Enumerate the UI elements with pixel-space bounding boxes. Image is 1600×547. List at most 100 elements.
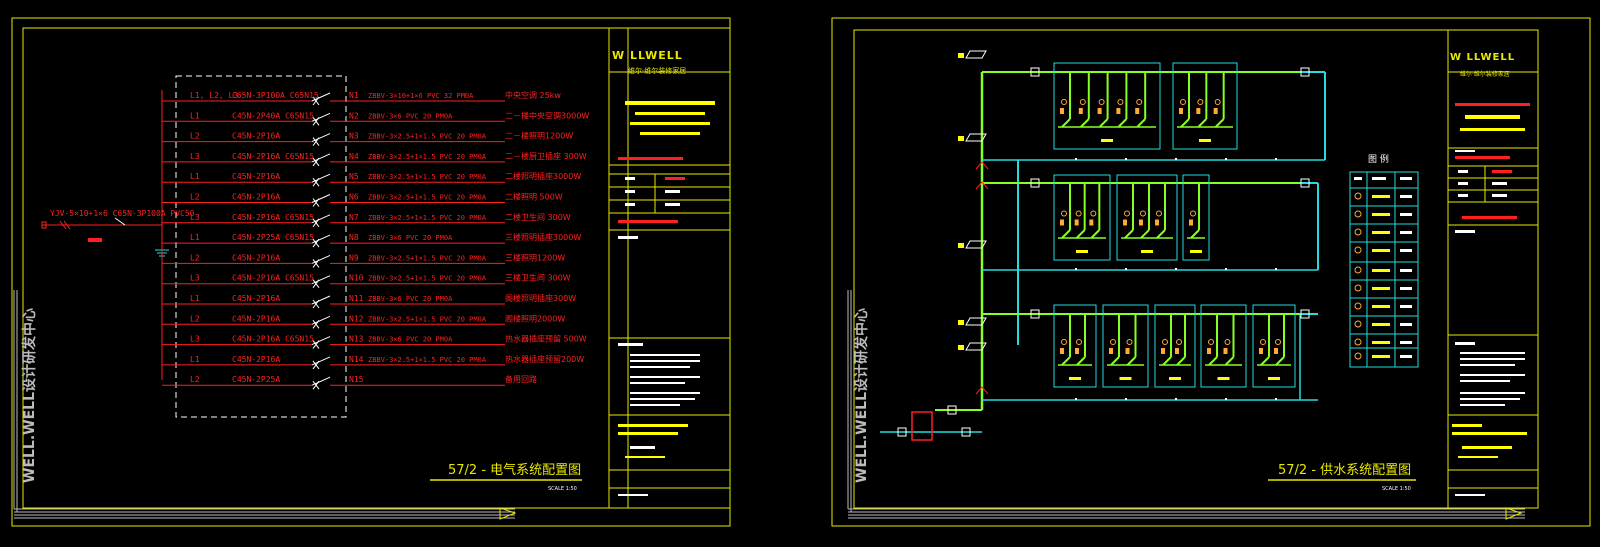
fixture-valve-icon [1110,339,1116,345]
legend-table: 图 例 [1349,153,1419,368]
breaker-x-icon [312,259,320,268]
circuit-load: 中央空调 25kw [505,90,561,100]
circuit-id: N8 [349,233,359,242]
fixture-valve-icon [1275,339,1281,345]
circuit-cable: ZBBV-3×2.5+1×1.5 PVC 20 PM0A [368,214,487,222]
circuit-cable: ZBBV-3×2.5+1×1.5 PVC 20 PM0A [368,173,487,181]
fixture-valve-icon [1224,339,1231,345]
fixture-symbol-icon [1354,246,1362,254]
arrow-mark-icon [499,507,517,520]
circuit-breaker: C45N-2P16A [232,172,280,181]
circuit-cable: ZBBV-3×10+1×6 PVC 32 PM0A [368,92,474,100]
circuit-cable: ZBBV-3×2.5+1×1.5 PVC 20 PM0A [368,254,487,262]
circuit-id: N2 [349,111,359,120]
drawing-frame [853,29,1539,509]
circuit-breaker: C45N-2P40A C65N15 [232,111,314,120]
circuit-breaker: C45N-2P16A [232,193,280,202]
fixture-symbol-icon [1354,192,1362,200]
circuit-load: 二－楼照明1200W [505,131,573,141]
arrow-mark-icon [1505,507,1523,520]
circuit-breaker: C45N-2P16A [232,253,280,262]
circuit-id: N1 [349,91,359,100]
circuit-load: 阁楼照明插座300W [505,293,576,303]
distribution-box-outline [175,75,347,418]
circuit-load: 二楼照明插座3000W [505,171,581,181]
circuit-phase: L2 [190,253,200,262]
fixture-valve-icon [1208,339,1214,345]
legend-title: 图 例 [1368,153,1389,165]
fixture-valve-icon [1162,339,1168,345]
legend-row [1354,177,1412,180]
valve-icon [1030,67,1040,77]
valve-icon [1300,67,1310,77]
fixture-symbol-icon [1354,302,1362,310]
legend-row [1350,347,1418,360]
circuit-breaker: C45N-2P16A C65N15 [232,335,314,344]
breaker-x-icon [312,177,320,187]
circuit-cable: ZBBV-3×6 PVC 20 PM0A [368,295,453,303]
sheet-title: 57/2 - 电气系统配置图 [448,462,581,478]
fixture-valve-icon [1061,210,1067,217]
breaker-x-icon [312,137,320,146]
circuit-row: L2 C45N-2P16A N9 ZBBV-3×2.5+1×1.5 PVC 20 PM… [162,252,565,268]
circuit-phase: L1 [190,172,200,181]
fixture-symbol-icon [1354,266,1362,274]
circuit-breaker: C45N-2P25A C65N15 [232,233,314,242]
circuit-cable: ZBBV-3×6 PVC 20 PM0A [368,336,453,344]
legend-row [1350,205,1418,218]
circuit-load: 三楼照明插座3000W [505,232,581,242]
side-label: WELL.WELL设计研发中心 [853,308,870,483]
fixture-group [1053,62,1161,150]
plumbing-diagram [880,50,1326,441]
breaker-x-icon [312,157,320,167]
circuit-load: 三楼照明1200W [505,252,565,262]
fixture-group [1053,174,1111,261]
valve-icon [897,427,907,437]
circuit-load: 热水器插座预留200W [505,354,584,364]
circuit-breaker: C45N-2P16A [232,355,280,364]
breaker-x-icon [312,319,320,329]
legend-row [1350,187,1418,200]
circuit-phase: L1 [190,355,200,364]
circuit-id: N14 [349,355,364,364]
fixture-group [1200,304,1247,388]
main-feed-label: YJV-5×10+1×6 C65N-3P100A PVC50 [50,209,195,218]
legend-row [1350,223,1418,236]
fixture-valve-icon [1075,210,1082,217]
pipe-tag-icon [965,133,987,142]
title-block: W LLWELL 维尔·维尔装修家居 [1447,29,1539,509]
circuit-load: 二楼照明 500W [505,192,563,202]
fixture-valve-icon [1136,99,1143,105]
fixture-group [1182,174,1210,261]
circuit-load: 三楼卫生间 300W [505,273,571,283]
company-logo: W LLWELL [612,49,683,62]
circuit-phase: L1, L2, L3 [190,91,238,100]
pipe-tag-icon [965,50,987,59]
circuit-load: 阁楼照明2000W [505,313,565,323]
breaker-x-icon [312,340,320,349]
fixture-valve-icon [1140,210,1146,217]
scale-label: SCALE 1:50 [1382,486,1411,492]
circuit-breaker: C45N-2P16A [232,132,280,141]
circuit-id: N7 [349,213,359,222]
fixture-symbol-icon [1354,228,1362,236]
pipe-tag-icon [965,317,987,326]
water-heater-icon [911,411,933,441]
bottom-stripe-bar [13,290,517,520]
circuit-id: N9 [349,253,359,262]
fixture-valve-icon [1098,99,1105,105]
circuit-load: 二－楼厨卫插座 300W [505,151,587,161]
pipe-tag-icon [965,342,987,351]
valve-icon [961,427,971,437]
valve-icon [1300,309,1310,319]
circuit-phase: L2 [190,193,200,202]
pipe-tag-icon [965,240,987,249]
